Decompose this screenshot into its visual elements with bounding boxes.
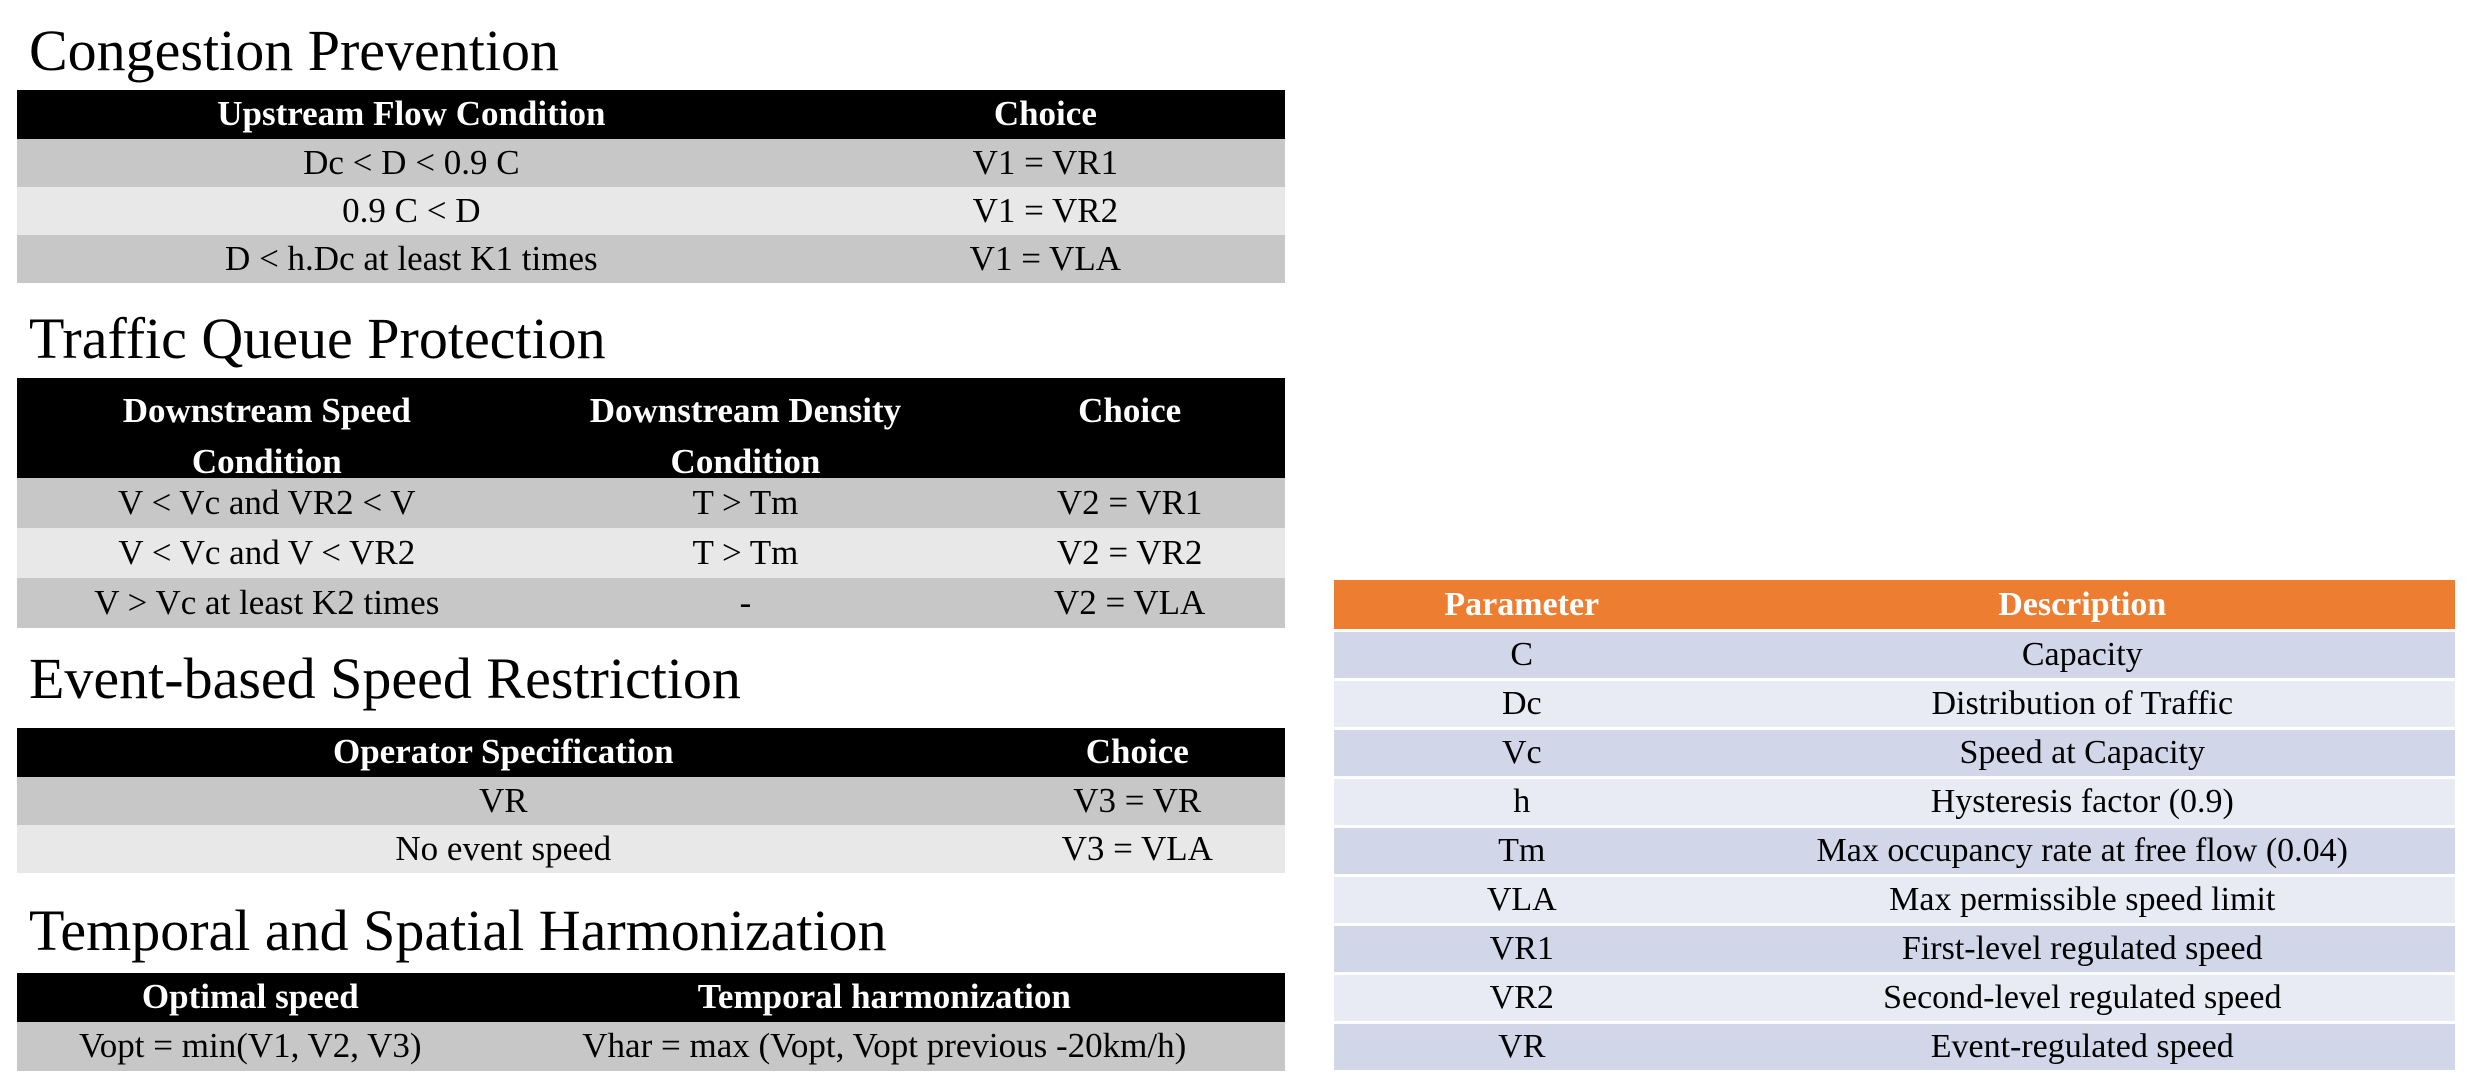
table-cell: V1 = VR1 [972,142,1119,182]
table-row: VR Event-regulated speed [1334,1024,2455,1070]
table-cell: C [1510,636,1534,674]
table-cell: VR1 [1489,930,1554,968]
table-cell: No event speed [395,828,612,868]
table-header-row: Optimal speed Temporal harmonization [17,973,1285,1022]
table-cell: V < Vc and VR2 < V [118,482,416,522]
table-cell: 0.9 C < D [342,190,481,230]
temporal-spatial-harmonization-table: Optimal speed Temporal harmonization Vop… [17,973,1285,1071]
table-cell: VR [478,780,528,820]
table-cell: T > Tm [692,532,799,572]
table-row: VLA Max permissible speed limit [1334,877,2455,923]
table-cell: VR [1498,1028,1546,1066]
table-cell: T > Tm [692,482,799,522]
table-row: Tm Max occupancy rate at free flow (0.04… [1334,828,2455,874]
column-header: Optimal speed [141,977,359,1017]
table-row: Vopt = min(V1, V2, V3) Vhar = max (Vopt,… [17,1022,1285,1071]
table-row: VR V3 = VR [17,777,1285,825]
table-cell: V2 = VR2 [1056,532,1203,572]
table-cell: V3 = VR [1073,780,1202,820]
section-title-congestion-prevention: Congestion Prevention [29,18,560,83]
column-header: Upstream Flow Condition [217,94,606,134]
table-header-row: Upstream Flow Condition Choice [17,90,1285,139]
column-header: Choice [1085,732,1189,772]
table-cell: VLA [1486,881,1557,919]
column-header: Temporal harmonization [697,977,1071,1017]
table-row: No event speed V3 = VLA [17,825,1285,873]
table-cell: Vc [1501,734,1542,772]
table-cell: Max occupancy rate at free flow (0.04) [1816,832,2348,870]
table-row: D < h.Dc at least K1 times V1 = VLA [17,235,1285,283]
table-cell: Max permissible speed limit [1889,881,2276,919]
congestion-prevention-table: Upstream Flow Condition Choice Dc < D < … [17,90,1285,283]
table-header-row: Operator Specification Choice [17,728,1285,777]
table-cell: V2 = VR1 [1056,482,1203,522]
column-header: Choice [993,94,1097,134]
table-cell: First-level regulated speed [1901,930,2263,968]
table-cell: h [1513,783,1531,821]
table-row: V < Vc and V < VR2 T > Tm V2 = VR2 [17,528,1285,578]
column-header: Operator Specification [332,732,674,772]
table-cell: V1 = VR2 [972,190,1119,230]
column-header: Choice [1078,391,1182,430]
table-row: Dc < D < 0.9 C V1 = VR1 [17,139,1285,187]
table-cell: V > Vc at least K2 times [94,582,440,622]
table-cell: Vopt = min(V1, V2, V3) [79,1026,422,1066]
section-title-temporal-spatial-harmonization: Temporal and Spatial Harmonization [29,898,887,963]
table-cell: V1 = VLA [969,238,1121,278]
table-row: V < Vc and VR2 < V T > Tm V2 = VR1 [17,478,1285,528]
table-cell: Capacity [2021,636,2143,674]
table-row: Vc Speed at Capacity [1334,730,2455,776]
table-row: V > Vc at least K2 times - V2 = VLA [17,578,1285,628]
table-row: h Hysteresis factor (0.9) [1334,779,2455,825]
table-header-row: Downstream Speed Condition Downstream De… [17,378,1285,478]
table-cell: Distribution of Traffic [1931,685,2234,723]
table-cell: Tm [1498,832,1546,870]
table-cell: V3 = VLA [1061,828,1213,868]
table-row: 0.9 C < D V1 = VR2 [17,187,1285,235]
column-header: Downstream Speed Condition [122,391,411,478]
column-header: Downstream Density Condition [589,391,902,478]
table-cell: D < h.Dc at least K1 times [225,238,598,278]
parameters-description-table: Parameter Description C Capacity Dc Dist… [1334,580,2455,1070]
section-title-event-based-speed-restriction: Event-based Speed Restriction [29,646,741,711]
column-header: Parameter [1444,585,1600,623]
table-row: VR2 Second-level regulated speed [1334,975,2455,1021]
left-column: Congestion Prevention Upstream Flow Cond… [17,0,1285,1092]
event-based-speed-restriction-table: Operator Specification Choice VR V3 = VR… [17,728,1285,873]
table-cell: Dc [1501,685,1542,723]
table-cell: V2 = VLA [1053,582,1206,622]
table-row: VR1 First-level regulated speed [1334,926,2455,972]
table-row: Dc Distribution of Traffic [1334,681,2455,727]
table-header-row: Parameter Description [1334,580,2455,629]
table-row: C Capacity [1334,632,2455,678]
table-cell: - [739,582,752,622]
table-cell: Second-level regulated speed [1883,979,2282,1017]
traffic-queue-protection-table: Downstream Speed Condition Downstream De… [17,378,1285,628]
table-cell: Event-regulated speed [1930,1028,2234,1066]
table-cell: VR2 [1489,979,1554,1017]
table-cell: Dc < D < 0.9 C [303,142,520,182]
section-title-traffic-queue-protection: Traffic Queue Protection [29,306,606,371]
table-cell: V < Vc and V < VR2 [118,532,416,572]
table-cell: Vhar = max (Vopt, Vopt previous -20km/h) [582,1026,1187,1066]
table-cell: Hysteresis factor (0.9) [1930,783,2234,821]
column-header: Description [1998,585,2167,623]
table-cell: Speed at Capacity [1959,734,2205,772]
